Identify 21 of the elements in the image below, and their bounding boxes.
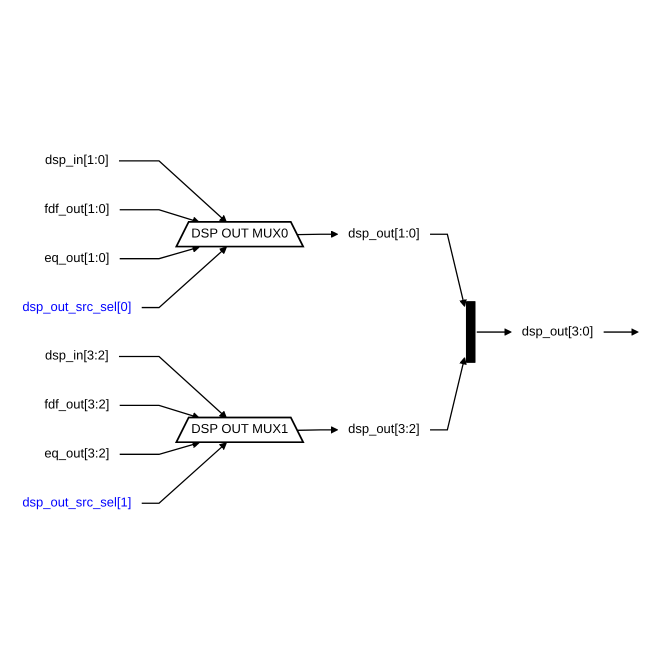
arrow (118, 356, 227, 419)
node-text: eq_out[3:2] (44, 446, 110, 462)
node-text: fdf_out[3:2] (44, 398, 110, 413)
arrow (430, 234, 467, 308)
arrow (604, 328, 639, 336)
node-text: dsp_out_src_sel[0] (22, 300, 132, 315)
node-text: dsp_in[1:0] (45, 153, 109, 168)
arrow (476, 328, 512, 336)
arrow (297, 230, 338, 238)
node-text: dsp_out[3:2] (348, 422, 420, 438)
node-text: dsp_in[3:2] (45, 348, 109, 364)
arrow (142, 442, 227, 504)
node-text: dsp_out_src_sel[1] (22, 496, 132, 510)
node-text: dsp_out[3:0] (522, 324, 594, 340)
arrow (142, 247, 227, 309)
arrow (430, 358, 467, 431)
arrow (297, 426, 338, 434)
node-text: dsp_out[1:0] (348, 226, 420, 242)
arrow (118, 160, 227, 224)
node-text: fdf_out[1:0] (44, 202, 110, 217)
node-text: eq_out[1:0] (44, 251, 110, 266)
